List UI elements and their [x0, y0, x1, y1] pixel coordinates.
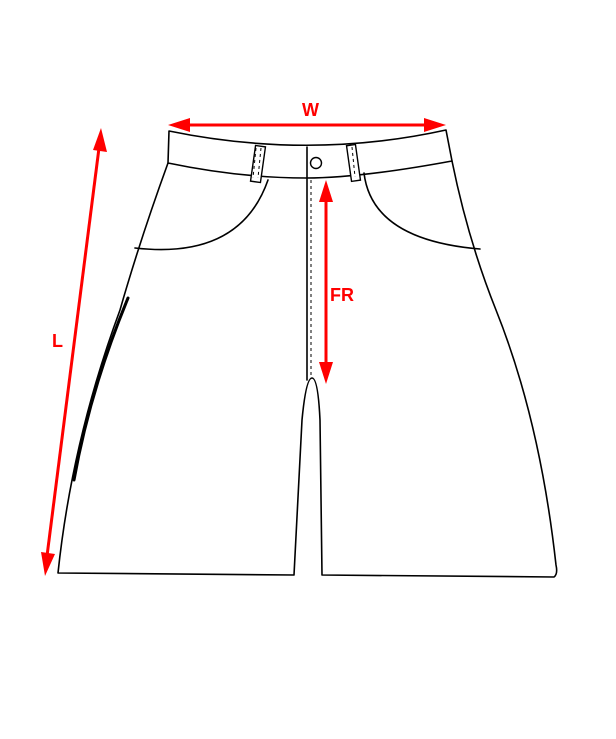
pocket-left — [134, 179, 269, 251]
measure-waist-arrow — [168, 118, 446, 132]
left-side-seam — [72, 296, 130, 482]
measure-length-arrow — [41, 128, 107, 576]
label-front-rise: FR — [330, 285, 354, 305]
waistband — [167, 129, 453, 179]
label-waist: W — [302, 100, 319, 120]
belt-loop-left — [249, 144, 267, 184]
measure-front-rise-arrow — [319, 180, 333, 384]
label-length: L — [52, 331, 63, 351]
pocket-right — [363, 172, 481, 250]
belt-loop-right — [345, 143, 362, 183]
button-icon — [309, 156, 323, 170]
